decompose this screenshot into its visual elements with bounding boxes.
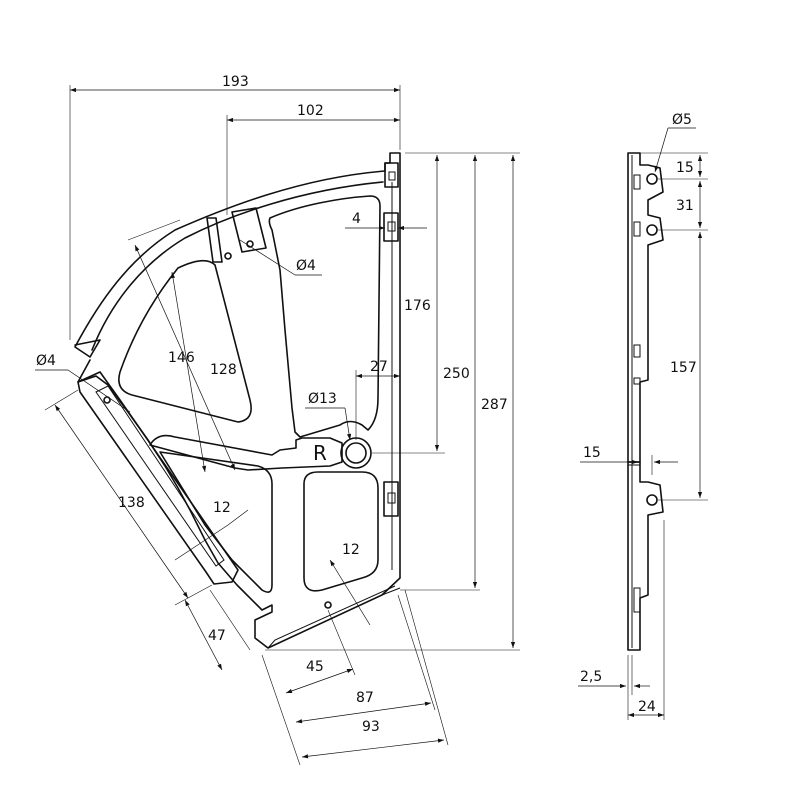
dim-27: 27 — [370, 359, 388, 375]
dim-dia5: Ø5 — [672, 112, 692, 128]
clip-middle — [383, 212, 399, 242]
dim-93: 93 — [362, 719, 380, 735]
clip-bottom — [383, 481, 399, 517]
side-profile-lower — [627, 461, 664, 651]
dim-12-right: 12 — [342, 542, 360, 558]
inner-arc — [91, 181, 384, 351]
hole-bottom — [324, 601, 332, 609]
dim-193: 193 — [222, 74, 249, 90]
dim-157: 157 — [670, 360, 697, 376]
dim-12-left: 12 — [213, 500, 231, 516]
hole-top-right — [246, 240, 254, 248]
side-hole-bottom — [646, 494, 658, 506]
dim-102: 102 — [297, 103, 324, 119]
dim-47: 47 — [208, 628, 226, 644]
dim-dia4-left: Ø4 — [36, 353, 56, 369]
dim-dia13: Ø13 — [308, 391, 337, 407]
pivot-mark: R — [313, 441, 327, 465]
dim-24: 24 — [638, 699, 656, 715]
side-view — [627, 152, 664, 651]
side-dimensions: Ø5 15 31 157 15 2,5 24 — [578, 112, 708, 720]
clip-top — [384, 162, 399, 188]
dim-4: 4 — [352, 211, 361, 227]
window-upper-left — [118, 259, 252, 423]
bottom-bevel — [267, 585, 401, 649]
window-upper-right — [268, 195, 381, 438]
left-arm — [77, 371, 239, 585]
dim-15-mid: 15 — [583, 445, 601, 461]
dim-176: 176 — [404, 298, 431, 314]
hole-top-left — [224, 252, 232, 260]
side-hole-mid — [646, 224, 658, 236]
pivot-inner — [345, 442, 367, 464]
dim-45: 45 — [306, 659, 324, 675]
side-profile — [627, 152, 664, 463]
top-slot-right — [231, 207, 267, 253]
dim-138: 138 — [118, 495, 145, 511]
window-lower-center — [303, 471, 379, 592]
dim-287: 287 — [481, 397, 508, 413]
dim-15-top: 15 — [676, 160, 694, 176]
dim-2-5: 2,5 — [580, 669, 602, 685]
front-dimensions: 193 102 4 250 287 176 27 Ø13 Ø4 — [35, 74, 520, 766]
side-hole-top — [646, 173, 658, 185]
dim-dia4-right: Ø4 — [296, 258, 316, 274]
dim-250: 250 — [443, 366, 470, 382]
hole-left-arm — [103, 396, 111, 404]
bracket-outline — [74, 152, 401, 649]
dim-87: 87 — [356, 690, 374, 706]
front-view: R — [74, 152, 401, 649]
dim-128: 128 — [210, 362, 237, 378]
dim-146: 146 — [168, 350, 195, 366]
dim-31: 31 — [676, 198, 694, 214]
window-lower-left — [159, 451, 273, 593]
